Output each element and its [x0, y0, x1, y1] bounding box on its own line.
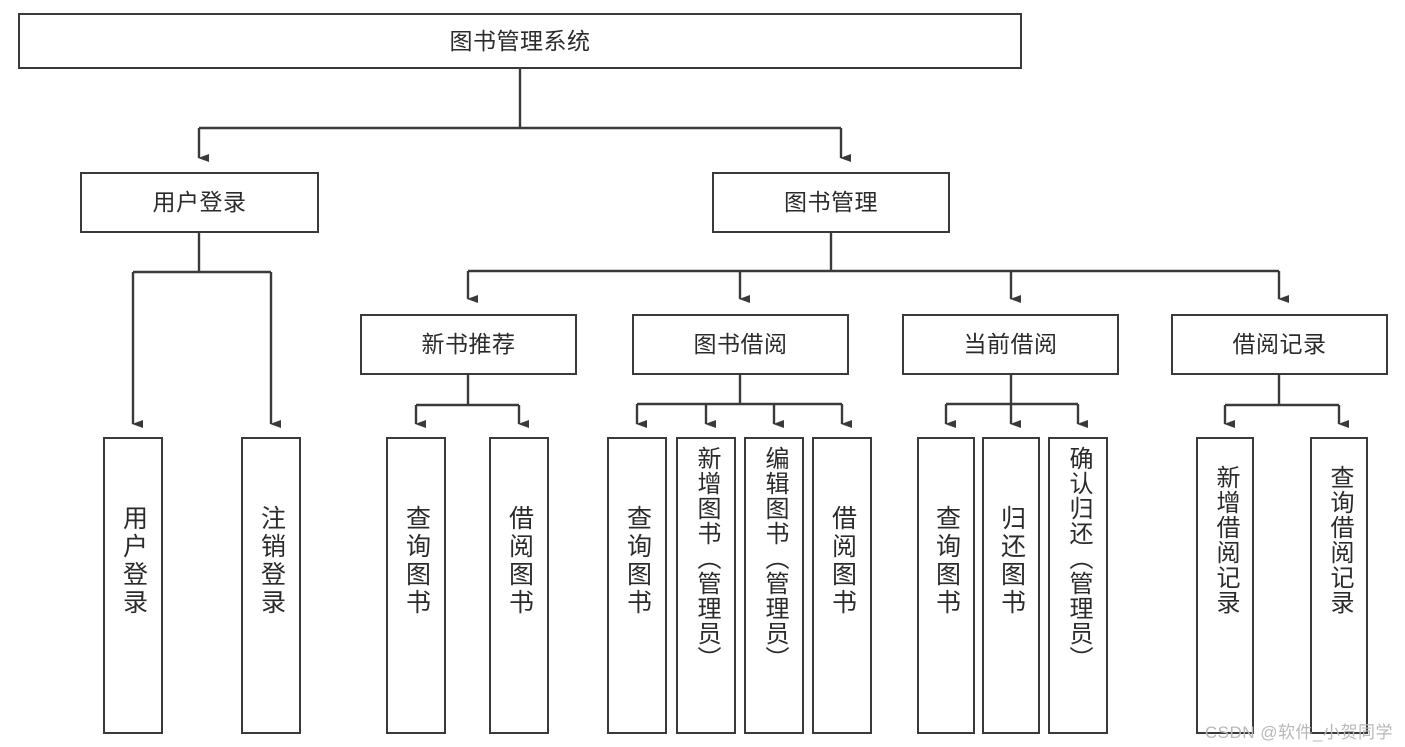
node-label: 查询图书 [402, 505, 431, 617]
leaf-query-book-current[interactable]: 查询图书 [917, 437, 975, 734]
node-label: 借阅图书 [505, 505, 534, 617]
leaf-add-book-admin[interactable]: 新增图书（管理员） [676, 437, 736, 734]
leaf-edit-book-admin[interactable]: 编辑图书（管理员） [744, 437, 804, 734]
node-current-borrow[interactable]: 当前借阅 [902, 314, 1119, 375]
node-label: 借阅记录 [1232, 331, 1327, 358]
node-label: 新增图书（管理员） [693, 446, 720, 671]
node-label: 查询图书 [932, 505, 961, 617]
leaf-borrow-book[interactable]: 借阅图书 [812, 437, 872, 734]
node-label: 借阅图书 [828, 505, 857, 617]
leaf-query-book-borrow[interactable]: 查询图书 [607, 437, 667, 734]
node-user-login[interactable]: 用户登录 [80, 172, 319, 233]
node-label: 新增借阅记录 [1212, 465, 1239, 615]
leaf-confirm-return-admin[interactable]: 确认归还（管理员） [1048, 437, 1108, 734]
node-label: 图书借阅 [693, 331, 788, 358]
node-label: 查询图书 [623, 505, 652, 617]
leaf-return-book[interactable]: 归还图书 [982, 437, 1040, 734]
node-label: 确认归还（管理员） [1065, 446, 1092, 671]
node-label: 新书推荐 [421, 331, 516, 358]
node-book-management[interactable]: 图书管理 [712, 172, 950, 233]
node-label: 编辑图书（管理员） [761, 446, 788, 671]
node-label: 归还图书 [997, 505, 1026, 617]
csdn-watermark: CSDN @软件_小贺同学 [1204, 723, 1393, 742]
leaf-user-login[interactable]: 用户登录 [103, 437, 163, 734]
node-new-book-recommend[interactable]: 新书推荐 [360, 314, 577, 375]
node-label: 用户登录 [119, 505, 148, 617]
node-book-management-system[interactable]: 图书管理系统 [18, 13, 1022, 69]
leaf-query-borrow-record[interactable]: 查询借阅记录 [1310, 437, 1368, 734]
node-label: 图书管理系统 [449, 27, 591, 54]
node-label: 当前借阅 [963, 331, 1058, 358]
leaf-logout-login[interactable]: 注销登录 [241, 437, 301, 734]
leaf-query-book-recommend[interactable]: 查询图书 [386, 437, 446, 734]
node-label: 图书管理 [784, 189, 878, 216]
node-book-borrow[interactable]: 图书借阅 [632, 314, 849, 375]
node-label: 查询借阅记录 [1326, 465, 1353, 615]
leaf-add-borrow-record[interactable]: 新增借阅记录 [1196, 437, 1254, 734]
node-borrow-record[interactable]: 借阅记录 [1171, 314, 1388, 375]
leaf-borrow-book-recommend[interactable]: 借阅图书 [489, 437, 549, 734]
node-label: 用户登录 [152, 189, 247, 216]
node-label: 注销登录 [257, 505, 286, 617]
